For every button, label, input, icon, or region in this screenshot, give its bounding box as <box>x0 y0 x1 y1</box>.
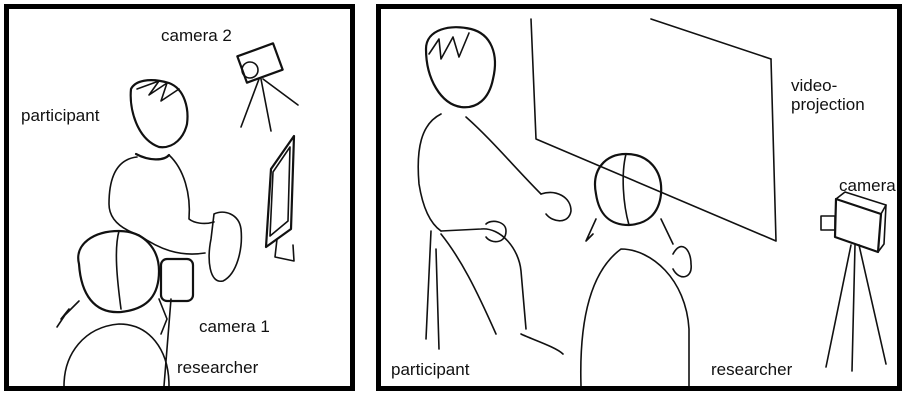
monitor-drawing <box>266 136 294 261</box>
participant-figure <box>418 27 571 354</box>
label-participant: participant <box>21 107 99 126</box>
label-video-projection: video- projection <box>791 77 865 114</box>
left-scene-panel: camera 2 participant camera 1 researcher <box>4 4 355 391</box>
researcher-figure <box>57 231 193 386</box>
right-scene-drawing <box>381 9 897 386</box>
label-camera: camera <box>839 177 896 196</box>
label-researcher: researcher <box>177 359 258 378</box>
camera-drawing <box>821 192 886 371</box>
participant-figure <box>109 80 241 281</box>
projection-screen <box>531 19 776 241</box>
label-participant: participant <box>391 361 469 380</box>
researcher-figure <box>581 154 691 386</box>
label-camera-2: camera 2 <box>161 27 232 46</box>
right-scene-panel: video- projection camera participant res… <box>376 4 902 391</box>
label-camera-1: camera 1 <box>199 318 270 337</box>
label-researcher: researcher <box>711 361 792 380</box>
left-scene-drawing <box>9 9 350 386</box>
camera-2-drawing <box>237 43 298 131</box>
